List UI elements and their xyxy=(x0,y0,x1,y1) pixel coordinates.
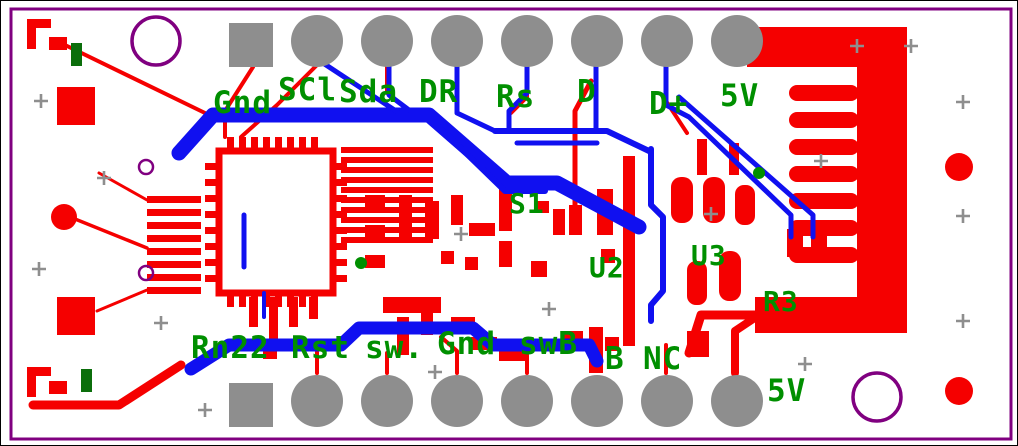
board-outline-layer xyxy=(9,7,1013,441)
crosshair-marker xyxy=(34,94,48,108)
ref-label-u3: U3 xyxy=(691,239,727,272)
board-outline xyxy=(9,7,1013,441)
pin-label-d: D xyxy=(577,74,597,110)
crosshair-marker xyxy=(542,302,556,316)
pin-label-b: B xyxy=(605,341,625,377)
smd-pad[interactable] xyxy=(57,297,95,335)
pin-label-gnd-top: Gnd xyxy=(213,85,272,121)
via-dot xyxy=(355,257,367,269)
th-pad[interactable] xyxy=(431,375,483,427)
crosshair-marker xyxy=(198,403,212,417)
crosshair-marker xyxy=(32,262,46,276)
th-pad[interactable] xyxy=(431,15,483,67)
crosshair-marker xyxy=(428,365,442,379)
pin-label-rn22: Rn22 xyxy=(191,330,270,366)
round-pad[interactable] xyxy=(945,377,973,405)
th-pad[interactable] xyxy=(571,15,623,67)
pin-label-rs: Rs xyxy=(496,79,535,115)
th-pad[interactable] xyxy=(711,375,763,427)
crosshair-marker xyxy=(154,316,168,330)
th-pad[interactable] xyxy=(571,375,623,427)
crosshair-marker xyxy=(850,39,864,53)
pin-label-dplus: D+ xyxy=(649,86,688,122)
pin-label-sda: Sda xyxy=(339,74,398,110)
crosshair-marker xyxy=(956,95,970,109)
square-pad[interactable] xyxy=(229,23,273,67)
th-pad[interactable] xyxy=(501,15,553,67)
small-hole xyxy=(137,158,155,176)
crosshair-marker xyxy=(956,314,970,328)
blue-bus-top[interactable] xyxy=(171,107,647,235)
th-pad[interactable] xyxy=(291,375,343,427)
pin-label-rst: Rst xyxy=(291,330,350,366)
pin-label-5v-bottom: 5V xyxy=(767,373,806,409)
silkscreen-layer: Gnd SCl Sda DR Rs D D+ 5V Rn22 Rst sw. G… xyxy=(71,43,806,409)
crosshair-marker xyxy=(454,227,468,241)
mounting-hole xyxy=(130,15,182,67)
crosshair-marker xyxy=(904,39,918,53)
round-pad[interactable] xyxy=(945,153,973,181)
silk-bar xyxy=(71,43,82,66)
u3-pads[interactable] xyxy=(671,139,755,305)
crosshair-marker xyxy=(798,357,812,371)
right-trace-fanout[interactable] xyxy=(341,147,433,243)
th-pad[interactable] xyxy=(501,375,553,427)
crosshair-marker xyxy=(97,171,111,185)
copper-bottom-layer[interactable] xyxy=(171,60,816,376)
th-pad[interactable] xyxy=(361,375,413,427)
right-edge-pads[interactable] xyxy=(945,153,973,405)
passive-pads[interactable] xyxy=(365,187,565,277)
silk-bar xyxy=(81,369,92,392)
smd-pad[interactable] xyxy=(57,87,95,125)
th-pad[interactable] xyxy=(361,15,413,67)
crosshair-marker xyxy=(704,207,718,221)
th-pad[interactable] xyxy=(641,15,693,67)
crosshair-marker xyxy=(956,209,970,223)
round-pad[interactable] xyxy=(51,204,77,230)
pin-label-sw: sw. xyxy=(365,330,424,366)
via-dot xyxy=(753,167,765,179)
pin-label-swb: swB xyxy=(519,326,578,362)
pin-label-nc: NC xyxy=(643,341,682,377)
mounting-hole xyxy=(851,371,903,423)
pin-label-gnd-bottom: Gnd xyxy=(437,326,496,362)
qfp-footprint[interactable] xyxy=(205,137,347,307)
th-pad[interactable] xyxy=(641,375,693,427)
blue-bus-bottom[interactable] xyxy=(184,321,604,376)
through-hole-pads[interactable] xyxy=(229,15,763,427)
u2-pads[interactable] xyxy=(569,78,635,346)
th-pad[interactable] xyxy=(711,15,763,67)
square-pad[interactable] xyxy=(229,383,273,427)
edge-connector-copper[interactable] xyxy=(684,27,907,377)
small-hole xyxy=(137,264,155,282)
left-trace-fanout[interactable] xyxy=(95,171,201,313)
pin-label-dr: DR xyxy=(419,74,458,110)
pin-label-scl: SCl xyxy=(278,72,337,108)
th-pad[interactable] xyxy=(291,15,343,67)
drill-markers xyxy=(32,39,970,417)
ref-label-r3: R3 xyxy=(763,285,799,318)
ref-label-u2: U2 xyxy=(589,251,625,284)
pin-label-5v-top: 5V xyxy=(720,78,759,114)
ref-label-s1: S1 xyxy=(509,187,545,220)
crosshair-marker xyxy=(814,154,828,168)
